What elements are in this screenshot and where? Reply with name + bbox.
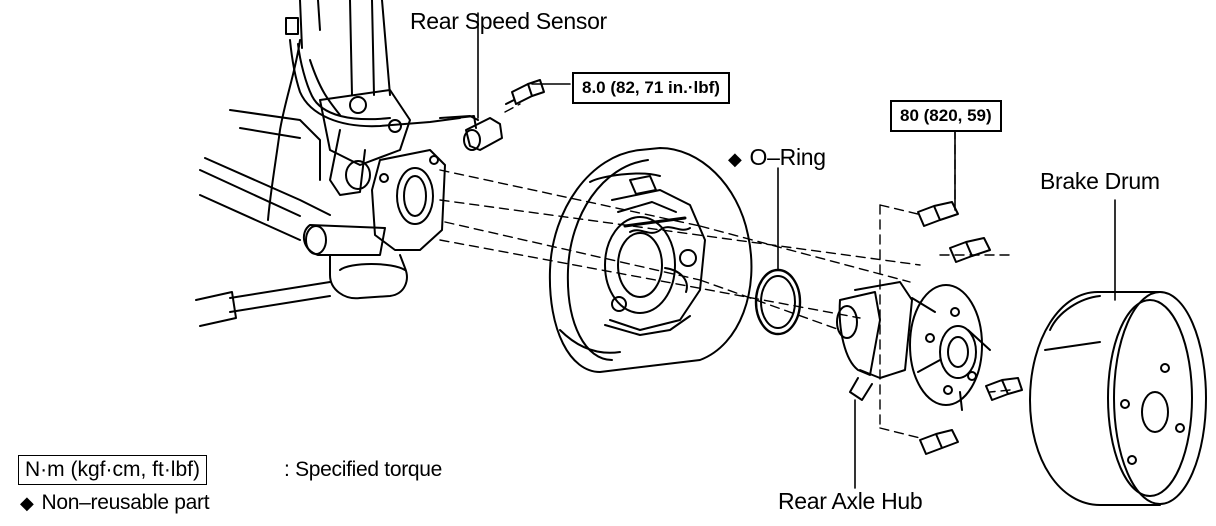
suspension-frame [195,0,446,327]
legend-diamond-icon: ◆ [20,493,34,513]
rear-axle-hub-label: Rear Axle Hub [778,488,923,514]
legend-unit-desc: : Specified torque [284,458,443,481]
brake-drum-drawing [1029,290,1207,506]
hub-bolts-drawing [917,201,1023,455]
o-ring-label: ◆ O–Ring [728,144,826,172]
speed-sensor-drawing [289,39,545,151]
legend-non-reusable-text: Non–reusable part [41,491,210,514]
o-ring-drawing [754,268,802,336]
hub-bolt-torque-box: 80 (820, 59) [890,100,1002,132]
assembly-lines [439,12,1116,489]
o-ring-text: O–Ring [749,144,826,170]
rear-speed-sensor-label: Rear Speed Sensor [410,8,607,34]
sensor-torque-box: 8.0 (82, 71 in.·lbf) [572,72,730,104]
legend-unit-box: N·m (kgf·cm, ft·lbf) [18,455,207,485]
backing-plate-drawing [548,147,753,373]
axle-hub-drawing [836,281,991,411]
non-reusable-diamond-icon: ◆ [728,149,742,169]
legend-non-reusable: ◆ Non–reusable part [20,490,210,516]
brake-drum-label: Brake Drum [1040,168,1160,194]
